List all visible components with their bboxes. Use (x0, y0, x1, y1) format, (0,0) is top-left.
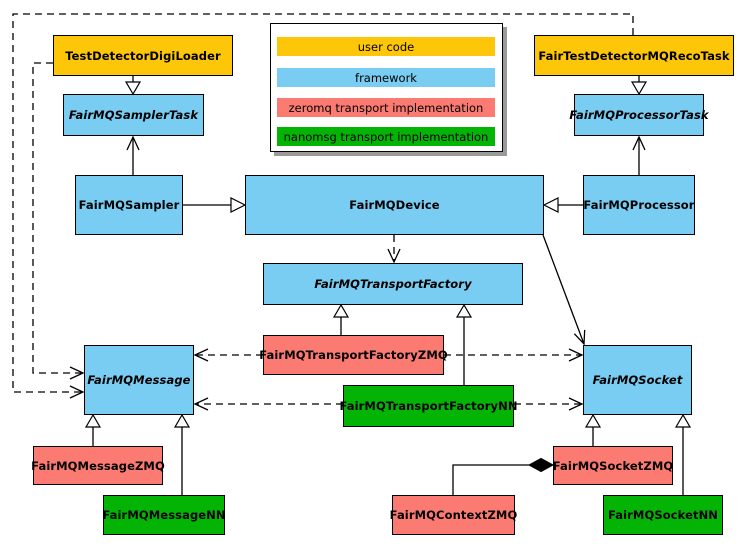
edge-dependency-tfzmq-message (193, 348, 263, 362)
edge-inheritance-sampler-device (183, 197, 247, 213)
class-box-testdetectordigiloader: TestDetectorDigiLoader (53, 35, 233, 76)
class-box-fairmqdevice: FairMQDevice (245, 175, 544, 235)
edge-dependency-tfnn-message (193, 397, 343, 411)
edge-composition-socketzmq-contextzmq (452, 457, 555, 495)
class-box-fairmqtransportfactory: FairMQTransportFactory (263, 263, 523, 305)
class-box-fairmqsocketzmq: FairMQSocketZMQ (553, 446, 673, 485)
class-box-fairmqprocessortask: FairMQProcessorTask (569, 94, 709, 136)
edge-association-processor-processortask (632, 135, 646, 175)
edge-association-device-socket (542, 234, 586, 346)
legend-item-framework: framework (277, 68, 495, 87)
edge-dependency-tfnn-socket (514, 397, 584, 411)
class-box-fairmqsocket: FairMQSocket (583, 345, 692, 415)
edge-inheritance-processor-device (542, 197, 583, 213)
class-box-fairmqsocketnn: FairMQSocketNN (603, 495, 723, 535)
edge-dependency-device-transportfactory (387, 235, 401, 264)
edge-inheritance-socketnn-socket (674, 413, 692, 495)
edge-inheritance-socketzmq-socket (584, 413, 602, 446)
class-box-fairmqmessagezmq: FairMQMessageZMQ (31, 446, 165, 485)
legend-box: user code framework zeromq transport imp… (270, 23, 503, 152)
edge-dependency-tfzmq-socket (444, 348, 584, 362)
edge-dependency-recotask-message (12, 13, 634, 399)
edge-inheritance-messagenn-message (173, 413, 191, 495)
class-box-fairmqsampler: FairMQSampler (75, 175, 183, 235)
legend-item-zeromq: zeromq transport implementation (277, 98, 495, 117)
legend-item-user-code: user code (277, 37, 495, 56)
class-box-fairmqmessagenn: FairMQMessageNN (102, 495, 226, 535)
edge-dependency-digiloader-message (32, 62, 85, 380)
edge-association-sampler-samplertask (126, 135, 140, 175)
edge-inheritance-digiloader-samplertask (124, 76, 142, 96)
legend-item-nanomsg: nanomsg transport implementation (277, 127, 495, 146)
class-box-fairmqsamplertask: FairMQSamplerTask (63, 94, 204, 136)
class-box-fairtestdetectormqrecotask: FairTestDetectorMQRecoTask (534, 35, 734, 76)
edge-inheritance-recotask-processortask (630, 76, 648, 96)
class-box-fairmqcontextzmq: FairMQContextZMQ (390, 495, 517, 535)
edge-inheritance-tfnn-transportfactory (455, 303, 473, 385)
edge-inheritance-tfzmq-transportfactory (332, 303, 350, 335)
edge-inheritance-messagezmq-message (84, 413, 102, 446)
class-box-fairmqtransportfactorynn: FairMQTransportFactoryNN (339, 385, 517, 427)
class-box-fairmqmessage: FairMQMessage (84, 345, 194, 415)
class-box-fairmqprocessor: FairMQProcessor (583, 175, 695, 235)
class-box-fairmqtransportfactoryzmq: FairMQTransportFactoryZMQ (259, 335, 448, 375)
